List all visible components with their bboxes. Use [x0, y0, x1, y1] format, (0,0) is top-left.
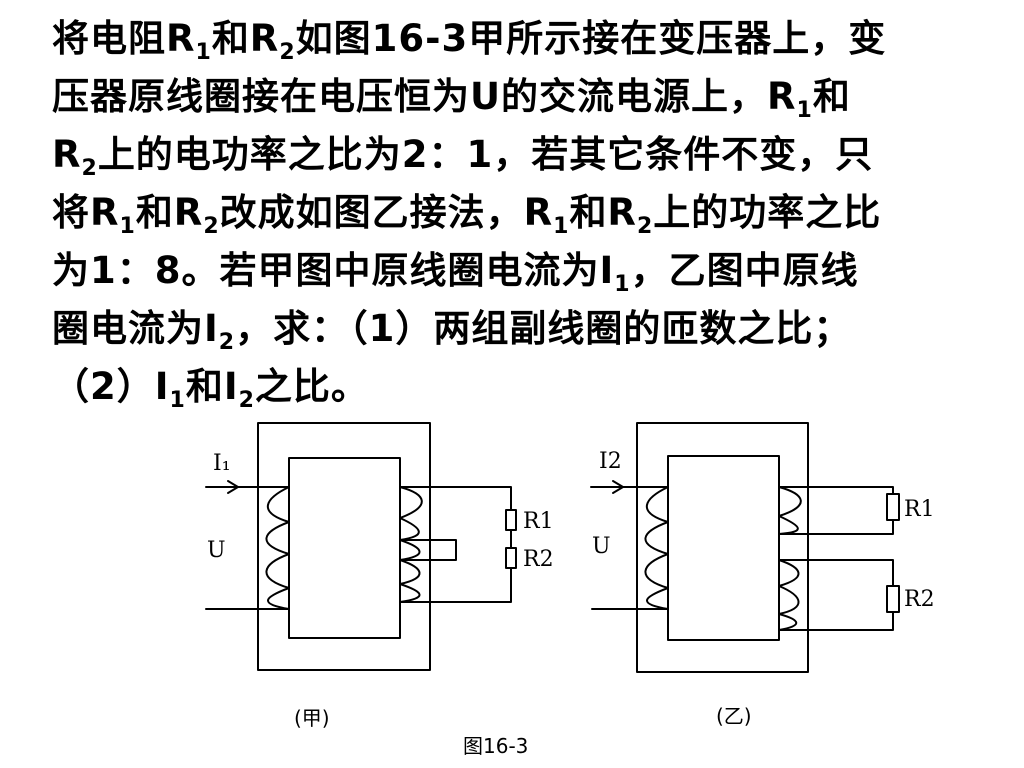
primary-coil — [644, 486, 669, 610]
primary-coil — [265, 486, 290, 610]
text-segment: 和R — [211, 17, 280, 60]
text-segment: 压器原线圈接在电压恒为U的交流电源上，R — [52, 75, 797, 118]
transformer-core — [636, 422, 809, 673]
transformer-jia: I₁ U R1 R2 (甲) — [205, 422, 554, 730]
resistor-r2 — [505, 547, 517, 569]
text-segment: 和R — [135, 191, 204, 234]
text-segment: 和R — [569, 191, 637, 234]
voltage-label: U — [207, 538, 226, 563]
subscript: 2 — [636, 214, 654, 239]
secondary-lower-lead-top — [778, 559, 894, 587]
resistor-r2 — [886, 585, 900, 613]
caption-jia: (甲) — [294, 706, 330, 730]
text-segment: R — [52, 133, 82, 176]
transformer-yi: I2 U R1 R2 (乙) — [590, 422, 935, 728]
r2-label: R2 — [523, 547, 554, 572]
text-segment: ，求：（1）两组副线圈的匝数之比； — [235, 307, 852, 350]
text-segment: 如图16-3甲所示接在变压器上，变 — [295, 17, 887, 60]
problem-line-4: 将R1和R2改成如图乙接法，R1和R2上的功率之比 — [52, 184, 1012, 242]
transformer-core — [257, 422, 431, 671]
r1-label: R1 — [904, 497, 935, 522]
transformer-figure: I₁ U R1 R2 (甲) I2 U R1 R2 — [205, 422, 935, 758]
secondary-coil-lower — [399, 559, 421, 603]
voltage-label: U — [592, 534, 611, 559]
caption-yi: (乙) — [716, 704, 752, 728]
problem-line-1: 将电阻R1和R2如图16-3甲所示接在变压器上，变 — [52, 10, 1012, 68]
text-segment: 和 — [812, 75, 851, 118]
r2-label: R2 — [904, 587, 935, 612]
r1-label: R1 — [523, 509, 554, 534]
subscript: 1 — [119, 214, 136, 239]
secondary-coil-lower — [778, 559, 800, 631]
problem-line-6: 圈电流为I2，求：（1）两组副线圈的匝数之比； — [52, 300, 1012, 358]
secondary-lead-top — [399, 486, 512, 511]
subscript: 2 — [203, 214, 220, 239]
subscript: 2 — [218, 330, 236, 355]
subscript: 1 — [195, 40, 212, 65]
text-segment: 上的电功率之比为2：1，若其它条件不变，只 — [97, 133, 874, 176]
text-segment: ，乙图中原线 — [630, 249, 859, 292]
current-arrow — [590, 480, 624, 494]
problem-line-7: （2）I1和I2之比。 — [52, 358, 1012, 416]
text-segment: （2）I — [52, 365, 170, 408]
problem-line-5: 为1：8。若甲图中原线圈电流为I1，乙图中原线 — [52, 242, 1012, 300]
subscript: 2 — [81, 156, 98, 181]
text-segment: 为1：8。若甲图中原线圈电流为I — [52, 249, 615, 292]
secondary-lead-bottom — [399, 567, 512, 603]
subscript: 1 — [614, 272, 631, 297]
secondary-tap — [399, 539, 457, 561]
text-segment: 和I — [185, 365, 239, 408]
problem-line-2: 压器原线圈接在电压恒为U的交流电源上，R1和 — [52, 68, 1012, 126]
current-arrow — [205, 480, 239, 494]
text-segment: 改成如图乙接法，R — [219, 191, 554, 234]
secondary-coil-upper — [399, 486, 423, 561]
text-segment: 圈电流为I — [52, 307, 219, 350]
problem-line-3: R2上的电功率之比为2：1，若其它条件不变，只 — [52, 126, 1012, 184]
secondary-upper-lead-top — [778, 486, 894, 495]
secondary-lower-lead-bottom — [778, 611, 894, 631]
text-segment: 将电阻R — [52, 17, 196, 60]
subscript: 1 — [553, 214, 570, 239]
secondary-coil-upper — [778, 486, 802, 535]
text-segment: 之比。 — [254, 365, 369, 408]
current-label: I₁ — [213, 451, 231, 476]
subscript: 2 — [279, 40, 296, 65]
subscript: 1 — [169, 388, 186, 413]
text-segment: 上的功率之比 — [653, 191, 882, 234]
secondary-upper-lead-bottom — [778, 519, 894, 535]
problem-statement: 将电阻R1和R2如图16-3甲所示接在变压器上，变 压器原线圈接在电压恒为U的交… — [52, 10, 1012, 416]
subscript: 1 — [796, 98, 813, 123]
text-segment: 将R — [52, 191, 120, 234]
resistor-r1 — [505, 509, 517, 531]
resistor-r1 — [886, 493, 900, 521]
current-label: I2 — [599, 449, 622, 474]
figure-caption: 图16-3 — [463, 734, 528, 758]
subscript: 2 — [238, 388, 255, 413]
